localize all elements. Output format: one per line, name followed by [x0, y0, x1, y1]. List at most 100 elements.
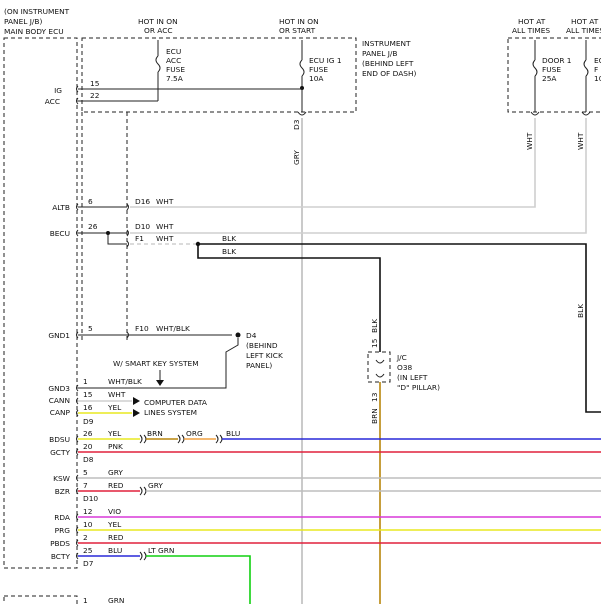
pin-bdsu-label: BDSU [49, 435, 70, 444]
bzr-connector-icon [139, 486, 147, 496]
rda-vio-text: VIO [108, 507, 121, 516]
fuse-ecu-acc-2: ACC [166, 56, 181, 65]
pin-ig-label: IG [54, 86, 62, 95]
altb-wht-text: WHT [156, 197, 174, 206]
brn-jc-label: BRN [370, 408, 379, 424]
d16-label: D16 [135, 197, 150, 206]
ecu-title-line1: (ON INSTRUMENT [4, 7, 70, 16]
becu-wht-wire [130, 118, 587, 234]
pin-acc-label: ACC [45, 97, 60, 106]
fuse-ecu-ig1-1: ECU IG 1 [309, 56, 342, 65]
pin-altb-label: ALTB [52, 203, 70, 212]
blk-wire-right [198, 243, 601, 413]
pin-becu-num: 26 [88, 222, 98, 231]
smart-key-arrow-icon [156, 380, 164, 386]
bdsu-org-text: ORG [186, 429, 203, 438]
main-body-ecu-box [3, 37, 78, 569]
canp-yel-text: YEL [107, 403, 122, 412]
fuse-ecu-acc-1: ECU [166, 47, 181, 56]
d8-label: D8 [83, 455, 94, 464]
ecu-acc-fuse-icon [155, 55, 161, 73]
pin-canp-label: CANP [50, 408, 71, 417]
pin-acc-num: 22 [90, 91, 99, 100]
jc-bottom-pin: 13 [370, 392, 379, 402]
door1-connector-icon [530, 111, 540, 116]
pin-pbds-label: PBDS [50, 539, 70, 548]
bdsu-blu-text: BLU [226, 429, 240, 438]
bdsu-connector-1-icon [139, 434, 147, 444]
pin-becu-label: BECU [50, 229, 70, 238]
computer-data-1: COMPUTER DATA [144, 398, 207, 407]
cann-arrow-icon [133, 397, 140, 405]
cann-wht-text: WHT [108, 390, 126, 399]
fuse-ecu-acc-4: 7.5A [166, 74, 183, 83]
fuse-ecu-ig1-2: FUSE [309, 65, 328, 74]
altb-wht-wire [130, 118, 536, 208]
jc-label-3: (IN LEFT [397, 373, 428, 382]
fuse-door1-3: 25A [542, 74, 556, 83]
ksw-gry-text: GRY [108, 468, 123, 477]
jb-label-1: INSTRUMENT [362, 39, 411, 48]
f10-label: F10 [135, 324, 149, 333]
gnd1-wht-blk-text: WHT/BLK [156, 324, 190, 333]
header-hot-all-4: ALL TIMES [566, 26, 601, 35]
door1-fuse-icon [532, 59, 538, 77]
header-hot-all-2: ALL TIMES [512, 26, 550, 35]
jb-label-2: PANEL J/B [362, 49, 397, 58]
header-hot-all-1: HOT AT [518, 17, 546, 26]
pin-ksw-num: 5 [83, 468, 88, 477]
gcty-pnk-text: PNK [108, 442, 123, 451]
pin-gcty-label: GCTY [50, 448, 70, 457]
partial-connector-icon [581, 111, 591, 116]
pin-bzr-label: BZR [55, 487, 70, 496]
d4-label-4: PANEL) [246, 361, 272, 370]
prg-yel-text: YEL [107, 520, 122, 529]
pin-altb-num: 6 [88, 197, 93, 206]
f1-label: F1 [135, 234, 144, 243]
fuse-door1-2: FUSE [542, 65, 561, 74]
bdsu-yel-text: YEL [107, 429, 122, 438]
partial-fuse-icon [583, 59, 589, 77]
bcty-connector-icon [139, 551, 147, 561]
d3-connector-icon [297, 111, 307, 116]
jc-label-4: "D" PILLAR) [397, 383, 440, 392]
pin-gnd3-label: GND3 [48, 384, 70, 393]
pin-ksw-label: KSW [53, 474, 71, 483]
becu-wht-text: WHT [156, 222, 174, 231]
jc-top-pin: 15 [370, 338, 379, 348]
jc-label-2: O38 [397, 363, 413, 372]
computer-data-2: LINES SYSTEM [144, 408, 197, 417]
header-hot-acc-1: HOT IN ON [138, 17, 178, 26]
bzr-red-text: RED [108, 481, 124, 490]
right-jb-box [507, 37, 601, 113]
jb-label-4: END OF DASH) [362, 69, 417, 78]
pin-bzr-num: 7 [83, 481, 88, 490]
d4-label-3: LEFT KICK [246, 351, 283, 360]
pin-canp-num: 16 [83, 403, 93, 412]
d4-ground-icon [235, 332, 241, 338]
blk-label-2: BLK [222, 247, 236, 256]
blk-wire-jc [197, 244, 381, 352]
pin-bcty-label: BCTY [51, 552, 71, 561]
jc-connector-icon [375, 359, 385, 378]
ecu-box-lower [3, 595, 78, 604]
d9-label: D9 [83, 417, 94, 426]
header-hot-start-2: OR START [279, 26, 316, 35]
ecu-ig1-fuse-icon [299, 59, 305, 77]
smart-key-note: W/ SMART KEY SYSTEM [113, 359, 199, 368]
gnd3-wht-blk-text: WHT/BLK [108, 377, 142, 386]
gry-wire-label: GRY [292, 150, 301, 165]
bdsu-brn-text: BRN [147, 429, 163, 438]
bcty-ltgrn-wire [146, 555, 251, 604]
header-hot-acc-2: OR ACC [144, 26, 173, 35]
fuse-ecu-ig1-3: 10A [309, 74, 323, 83]
f1-wht-text: WHT [156, 234, 174, 243]
fuse-partial-1: EC [594, 56, 601, 65]
door1-wht-label: WHT [525, 132, 534, 150]
fuse-door1-1: DOOR 1 [542, 56, 572, 65]
pin-prg-num: 10 [83, 520, 93, 529]
ecu-title-line3: MAIN BODY ECU [4, 27, 64, 36]
header-hot-all-3: HOT AT [571, 17, 599, 26]
pin-gnd3-num: 1 [83, 377, 88, 386]
d7-label: D7 [83, 559, 94, 568]
